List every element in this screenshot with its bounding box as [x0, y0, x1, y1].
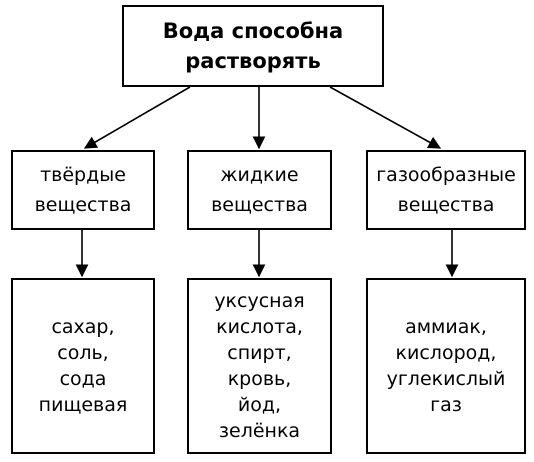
- category-gas-label: газообразные вещества: [376, 164, 516, 216]
- arrow-root-to-solid: [83, 86, 191, 149]
- root-node-text: Вода способна растворять: [162, 19, 344, 73]
- arrow-root-to-gas: [329, 86, 442, 149]
- examples-solid-text: сахар, соль, сода пищевая: [38, 316, 128, 416]
- examples-liquid-node: уксусная кислота, спирт, кровь, йод, зел…: [187, 278, 332, 454]
- category-solid-label: твёрдые вещества: [34, 164, 132, 216]
- root-node: Вода способна растворять: [122, 5, 384, 87]
- examples-solid-node: сахар, соль, сода пищевая: [11, 278, 155, 454]
- examples-gas-node: аммиак, кислород, углекислый газ: [366, 278, 526, 454]
- category-solid-node: твёрдые вещества: [11, 150, 155, 230]
- category-liquid-node: жидкие вещества: [187, 150, 332, 230]
- examples-liquid-text: уксусная кислота, спирт, кровь, йод, зел…: [214, 290, 305, 442]
- category-gas-node: газообразные вещества: [366, 150, 526, 230]
- category-liquid-label: жидкие вещества: [211, 164, 308, 216]
- examples-gas-text: аммиак, кислород, углекислый газ: [386, 316, 506, 416]
